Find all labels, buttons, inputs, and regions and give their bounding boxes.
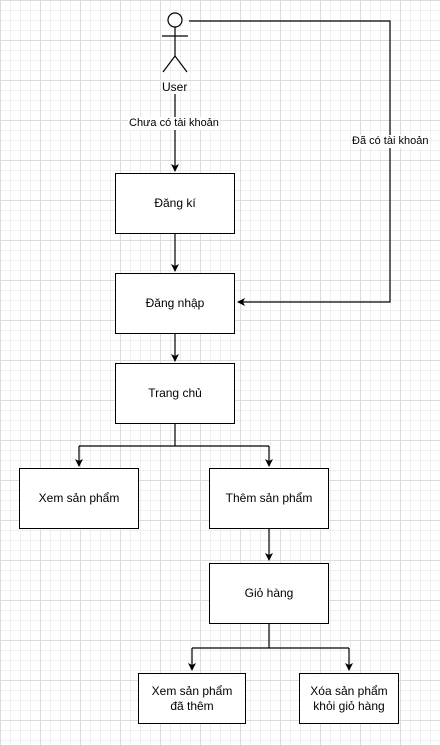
node-gio-hang-label: Giỏ hàng [244, 586, 294, 600]
node-xoa-san-pham-label: Xóa sản phẩm khỏi giỏ hàng [310, 683, 388, 713]
node-xem-san-pham: Xem sản phẩm [19, 468, 139, 529]
node-xem-san-pham-da-them: Xem sản phẩm đã thêm [138, 673, 246, 724]
user-actor-icon [162, 12, 188, 73]
edge-user-to-dang-nhap [189, 20, 391, 306]
node-them-san-pham: Thêm sản phẩm [209, 468, 329, 529]
node-trang-chu-label: Trang chủ [148, 386, 202, 400]
edge-label-chua-co-tai-khoan: Chưa có tài khoản [128, 117, 220, 130]
user-actor-label: User [162, 80, 188, 94]
node-them-san-pham-label: Thêm sản phẩm [225, 491, 313, 505]
edge-label-da-co-tai-khoan: Đã có tài khoản [351, 135, 430, 148]
node-xem-san-pham-da-them-label: Xem sản phẩm đã thêm [151, 683, 233, 713]
node-dang-ki-label: Đăng kí [154, 196, 196, 210]
node-trang-chu: Trang chủ [115, 363, 235, 424]
node-gio-hang: Giỏ hàng [209, 563, 329, 624]
node-dang-ki: Đăng kí [115, 173, 235, 234]
node-xoa-san-pham: Xóa sản phẩm khỏi giỏ hàng [299, 673, 399, 724]
node-dang-nhap-label: Đăng nhập [145, 296, 205, 310]
node-xem-san-pham-label: Xem sản phẩm [38, 491, 120, 505]
node-dang-nhap: Đăng nhập [115, 273, 235, 334]
